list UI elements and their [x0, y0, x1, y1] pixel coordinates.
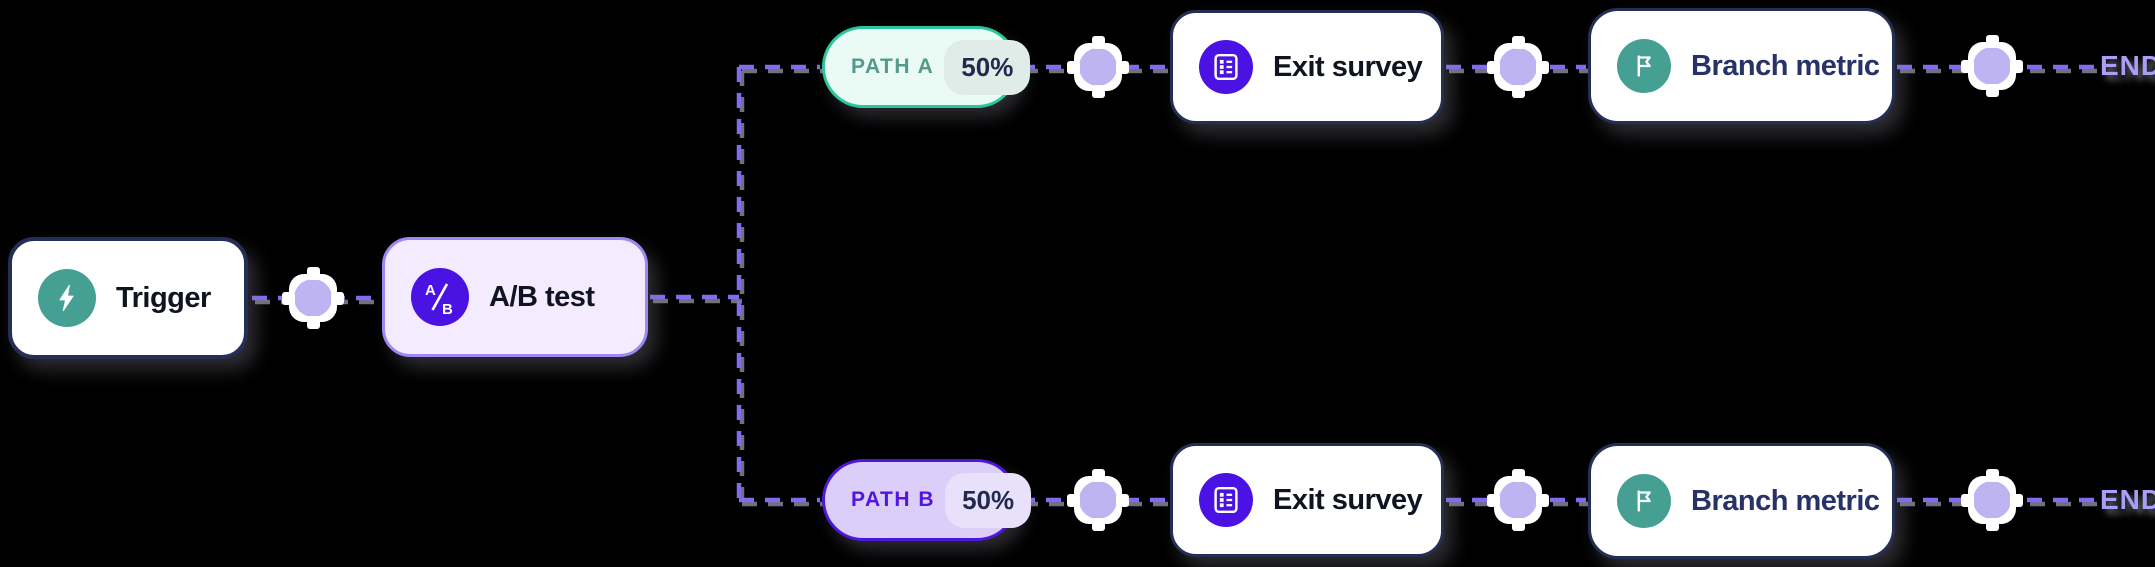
add-dot [1973, 481, 2011, 519]
node-trigger[interactable]: Trigger [8, 237, 248, 359]
connector-handle [1985, 35, 1999, 48]
flag-icon [1617, 39, 1671, 93]
ab-split-icon: A B [411, 268, 469, 326]
connector-handle [1091, 36, 1105, 49]
node-label: Branch metric [1691, 484, 1880, 517]
connector-handle [1985, 84, 1999, 97]
add-dot [1499, 481, 1537, 519]
connector-handle [282, 291, 295, 305]
survey-form-icon [1199, 40, 1253, 94]
connector-handle [331, 291, 344, 305]
add-step-button[interactable] [282, 267, 344, 329]
connector-handle [1091, 85, 1105, 98]
flag-icon [1617, 474, 1671, 528]
connector-handle [306, 267, 320, 280]
lightning-icon [38, 269, 96, 327]
node-branch-metric-path-a[interactable]: Branch metric [1588, 8, 1895, 124]
node-label: Branch metric [1691, 49, 1880, 82]
svg-text:B: B [442, 301, 453, 318]
path-b-pill[interactable]: PATH B 50% [822, 459, 1032, 541]
connector-handle [1511, 469, 1525, 482]
connector-handle [1511, 36, 1525, 49]
connector-handle [1487, 60, 1500, 74]
add-step-button[interactable] [1487, 36, 1549, 98]
connector-handle [1067, 493, 1080, 507]
connector-handle [1961, 59, 1974, 73]
split-percentage-badge: 50% [944, 39, 1031, 95]
connector-handle [1536, 493, 1549, 507]
add-step-button[interactable] [1067, 469, 1129, 531]
add-step-button[interactable] [1067, 36, 1129, 98]
connector-handle [1961, 493, 1974, 507]
node-label: Exit survey [1273, 50, 1423, 83]
add-dot [1499, 48, 1537, 86]
path-label: PATH B [851, 488, 936, 511]
add-dot [294, 279, 332, 317]
connector-handle [2010, 59, 2023, 73]
node-ab-test[interactable]: A B A/B test [382, 237, 648, 357]
connector-handle [2010, 493, 2023, 507]
connector-handle [1511, 85, 1525, 98]
path-a-pill[interactable]: PATH A 50% [822, 26, 1031, 108]
add-step-button[interactable] [1487, 469, 1549, 531]
connector-handle [1985, 469, 1999, 482]
node-branch-metric-path-b[interactable]: Branch metric [1588, 443, 1895, 559]
connector-handle [306, 316, 320, 329]
add-step-button[interactable] [1961, 35, 2023, 97]
node-exit-survey-path-b[interactable]: Exit survey [1170, 443, 1444, 557]
add-dot [1079, 481, 1117, 519]
node-label: A/B test [489, 280, 595, 313]
path-label: PATH A [851, 55, 935, 78]
add-dot [1079, 48, 1117, 86]
node-label: Trigger [116, 281, 211, 314]
connector-handle [1511, 518, 1525, 531]
connector-handle [1067, 60, 1080, 74]
connector-handle [1536, 60, 1549, 74]
connector-handle [1985, 518, 1999, 531]
connector-handle [1487, 493, 1500, 507]
connector-handle [1116, 493, 1129, 507]
connector-handle [1091, 469, 1105, 482]
svg-text:A: A [425, 282, 436, 299]
split-percentage-badge: 50% [945, 472, 1032, 528]
connector-handle [1091, 518, 1105, 531]
survey-form-icon [1199, 473, 1253, 527]
add-dot [1973, 47, 2011, 85]
node-label: Exit survey [1273, 483, 1423, 516]
node-exit-survey-path-a[interactable]: Exit survey [1170, 10, 1444, 124]
add-step-button[interactable] [1961, 469, 2023, 531]
end-label-path-a: END [2100, 50, 2155, 81]
connector-handle [1116, 60, 1129, 74]
end-label-path-b: END [2100, 484, 2155, 515]
